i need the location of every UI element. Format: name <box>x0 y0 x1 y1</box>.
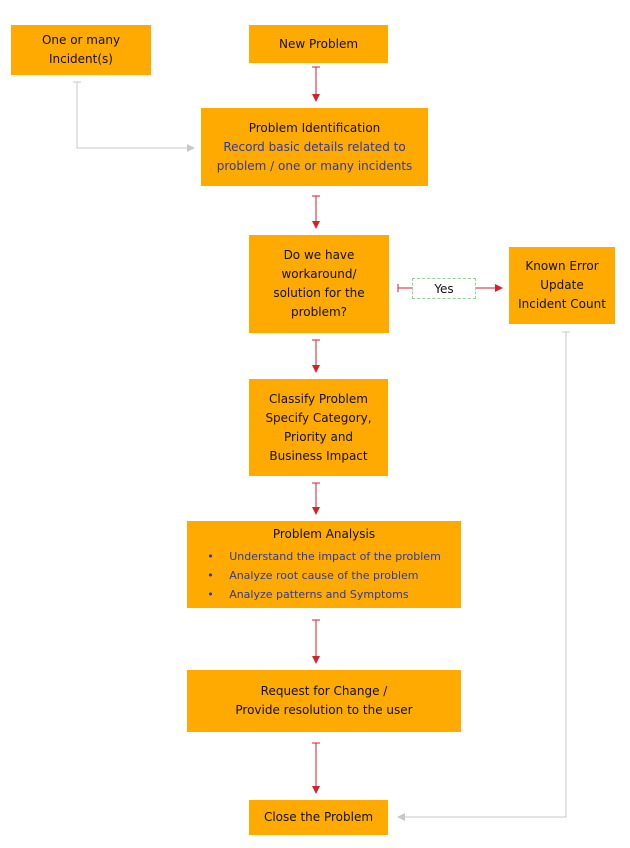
arrow-new-to-identification <box>312 66 320 102</box>
new-problem-title: New Problem <box>278 36 359 51</box>
identification-detail-1: Record basic details related to <box>223 139 406 154</box>
workaround-decision-node: Do we have workaround/ solution for the … <box>249 235 389 333</box>
arrow-request-to-close <box>312 742 320 794</box>
close-problem-node: Close the Problem <box>249 800 388 835</box>
classify-line-2: Specify Category, <box>265 410 372 425</box>
known-error-line-3: Incident Count <box>518 297 606 311</box>
arrow-known-error-to-close <box>397 332 567 821</box>
new-problem-node: New Problem <box>249 25 388 63</box>
classify-line-1: Classify Problem <box>269 391 368 406</box>
classify-line-3: Priority and <box>283 429 354 444</box>
incidents-line-2: Incident(s) <box>48 52 113 66</box>
incidents-node: One or many Incident(s) <box>11 25 151 75</box>
arrow-identification-to-decision <box>312 195 320 229</box>
analysis-bullet-list: Understand the impact of the problem Ana… <box>207 547 441 604</box>
known-error-line-1: Known Error <box>525 259 599 273</box>
arrow-analysis-to-request <box>312 619 320 664</box>
classify-problem-node: Classify Problem Specify Category, Prior… <box>249 379 388 476</box>
known-error-node: Known Error Update Incident Count <box>509 247 615 324</box>
identification-detail-2: problem / one or many incidents <box>216 158 413 173</box>
yes-edge-label: Yes <box>412 278 476 299</box>
analysis-bullet-item: Analyze patterns and Symptoms <box>207 585 441 604</box>
analysis-bullet-item: Analyze root cause of the problem <box>207 566 441 585</box>
incidents-line-1: One or many <box>41 33 121 47</box>
arrow-classify-to-analysis <box>312 482 320 515</box>
analysis-title: Problem Analysis <box>272 527 376 541</box>
problem-identification-node: Problem Identification Record basic deta… <box>201 108 428 186</box>
arrow-incidents-to-identification <box>76 82 195 152</box>
arrow-decision-to-known-error <box>397 284 503 292</box>
identification-title: Problem Identification <box>248 120 381 135</box>
request-line-2: Provide resolution to the user <box>235 703 413 717</box>
decision-line-4: problem? <box>290 305 348 319</box>
request-for-change-node: Request for Change / Provide resolution … <box>187 670 461 732</box>
problem-analysis-node: Problem Analysis Understand the impact o… <box>187 521 461 608</box>
close-problem-title: Close the Problem <box>263 810 374 824</box>
decision-line-1: Do we have <box>283 248 355 262</box>
decision-line-2: workaround/ <box>281 267 357 281</box>
known-error-line-2: Update <box>540 278 584 292</box>
classify-line-4: Business Impact <box>269 448 368 463</box>
arrow-decision-to-classify <box>312 339 320 373</box>
request-line-1: Request for Change / <box>260 684 388 698</box>
decision-line-3: solution for the <box>273 286 365 300</box>
analysis-bullet-item: Understand the impact of the problem <box>207 547 441 566</box>
